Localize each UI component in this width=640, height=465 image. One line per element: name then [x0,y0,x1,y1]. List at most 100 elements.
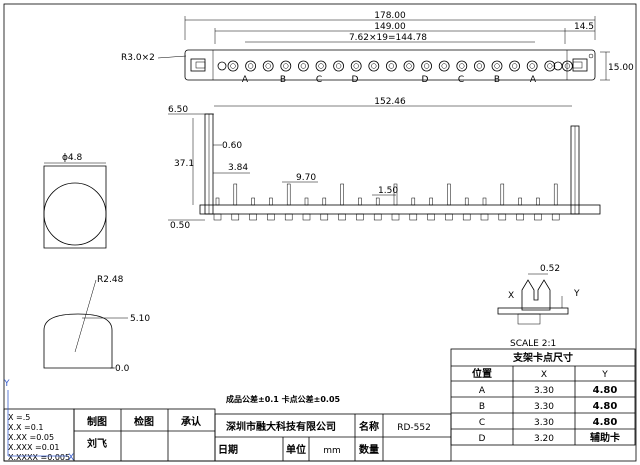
pin-hole-inner [406,63,412,69]
detail-view: 0.52 X Y SCALE 2:1 [497,264,580,349]
drawn-label: 制图 [87,415,107,428]
check-label: 检图 [134,415,154,428]
pin-foot [356,213,364,221]
pin-foot [427,213,435,221]
pin-hole-inner [476,63,483,69]
top-view: 178.00 149.00 7.62×19=144.78 14.5 15.00 … [121,11,634,85]
pin-hole-inner [459,63,465,69]
pin-hole [421,60,433,72]
pin-letter: B [494,75,500,85]
pin-hole-inner [441,63,447,69]
axis-indicator: Y X [3,379,74,463]
side-pin [358,197,362,206]
left-slot [190,58,206,72]
side-pin [269,197,273,206]
pin-foot [213,213,222,221]
pin-foot [284,213,293,221]
pin-hole-inner [547,63,553,69]
side-pin [518,197,522,206]
pin-letter: C [458,75,464,85]
support-table-cell: 3.30 [534,386,554,396]
pin-foot [498,213,507,221]
pin-hole-inner [335,63,342,69]
pin-letter: A [530,75,537,85]
pin-circle [43,182,107,246]
dim-height: 37.1 [174,159,194,169]
part-name: RD-552 [397,423,431,433]
pin-hole [297,60,309,72]
dim-right-offset: 14.5 [574,22,594,32]
pin-hole [562,60,573,72]
tolerance-line: X.XXXX =0.005 [8,453,70,462]
pin-foot [480,213,489,221]
side-pin [447,183,451,206]
pin-hole-inner [247,63,254,69]
unit-label: 单位 [286,443,306,456]
pin-hole [350,60,362,72]
detail-y-label: Y [573,289,580,299]
tolerance-line: X.XX =0.05 [8,433,54,442]
detail-scale: SCALE 2:1 [510,339,556,349]
base-strip [199,204,601,215]
pin-hole-inner [300,63,307,69]
pin-hole [544,60,556,72]
pin-hole [368,60,380,72]
date-label: 日期 [218,443,238,456]
pin-hole [509,60,520,72]
pin-foot [462,213,471,221]
side-pin [429,197,433,206]
support-table-header: X [541,370,547,380]
pin-hole-inner [564,63,571,69]
approve-label: 承认 [181,415,202,428]
side-pin [464,197,469,206]
pin-hole-inner [230,63,236,69]
axis-x-label: X [68,453,74,463]
pin-hole [385,60,397,72]
tolerance-line: X.XXX =0.01 [8,443,60,452]
pin-tip-outline [43,313,113,369]
dim-detail-width: 0.52 [540,264,560,274]
dim-tip-height: 5.10 [130,314,150,324]
pin-hole-inner [529,63,535,69]
dim-base: 0.50 [170,221,190,231]
pin-foot [409,213,418,221]
pin-letter: B [280,75,286,85]
tolerance-line: X =.5 [8,413,30,422]
pin-hole [262,60,274,72]
pin-hole [526,60,538,72]
pin-tip-view: R2.48 5.10 0.0 [43,275,150,374]
qty-label: 数量 [359,443,379,456]
pin-foot [445,213,453,221]
pin-foot [249,213,257,221]
side-pin [340,183,344,206]
side-pin [393,183,398,206]
side-pin [286,183,291,206]
support-table-cell: 4.80 [593,385,618,396]
side-pin [215,197,220,206]
dim-diameter: ϕ4.8 [62,153,83,163]
side-pin [553,183,558,206]
dim-span: 152.46 [374,97,406,107]
support-table-cell: 4.80 [593,401,618,412]
pin-hole-inner [388,63,395,69]
support-table-cell: D [479,434,486,444]
support-table-cell: B [479,402,485,412]
side-pin [322,197,327,206]
support-table-title: 支架卡点尺寸 [512,351,573,364]
support-table-cell: C [479,418,485,428]
dim-pin-pitch: 7.62×19=144.78 [349,33,427,43]
support-table-cell: 辅助卡 [590,431,620,444]
dim-pin-width: 1.50 [378,186,398,196]
side-view: 6.50 152.46 0.60 37.1 3.84 9.70 1.50 0.5… [168,97,601,231]
pin-letter: C [316,75,322,85]
pin-hole [491,60,503,72]
side-pin [482,197,487,206]
side-pin [251,197,255,206]
top-body-outline [184,49,596,81]
pin-hole-inner [353,63,359,69]
pin-hole-inner [494,63,500,69]
pin-foot [391,213,400,221]
dim-tip-base: 0.0 [115,364,130,374]
unit-value: mm [323,446,341,456]
pin-hole [227,60,239,72]
